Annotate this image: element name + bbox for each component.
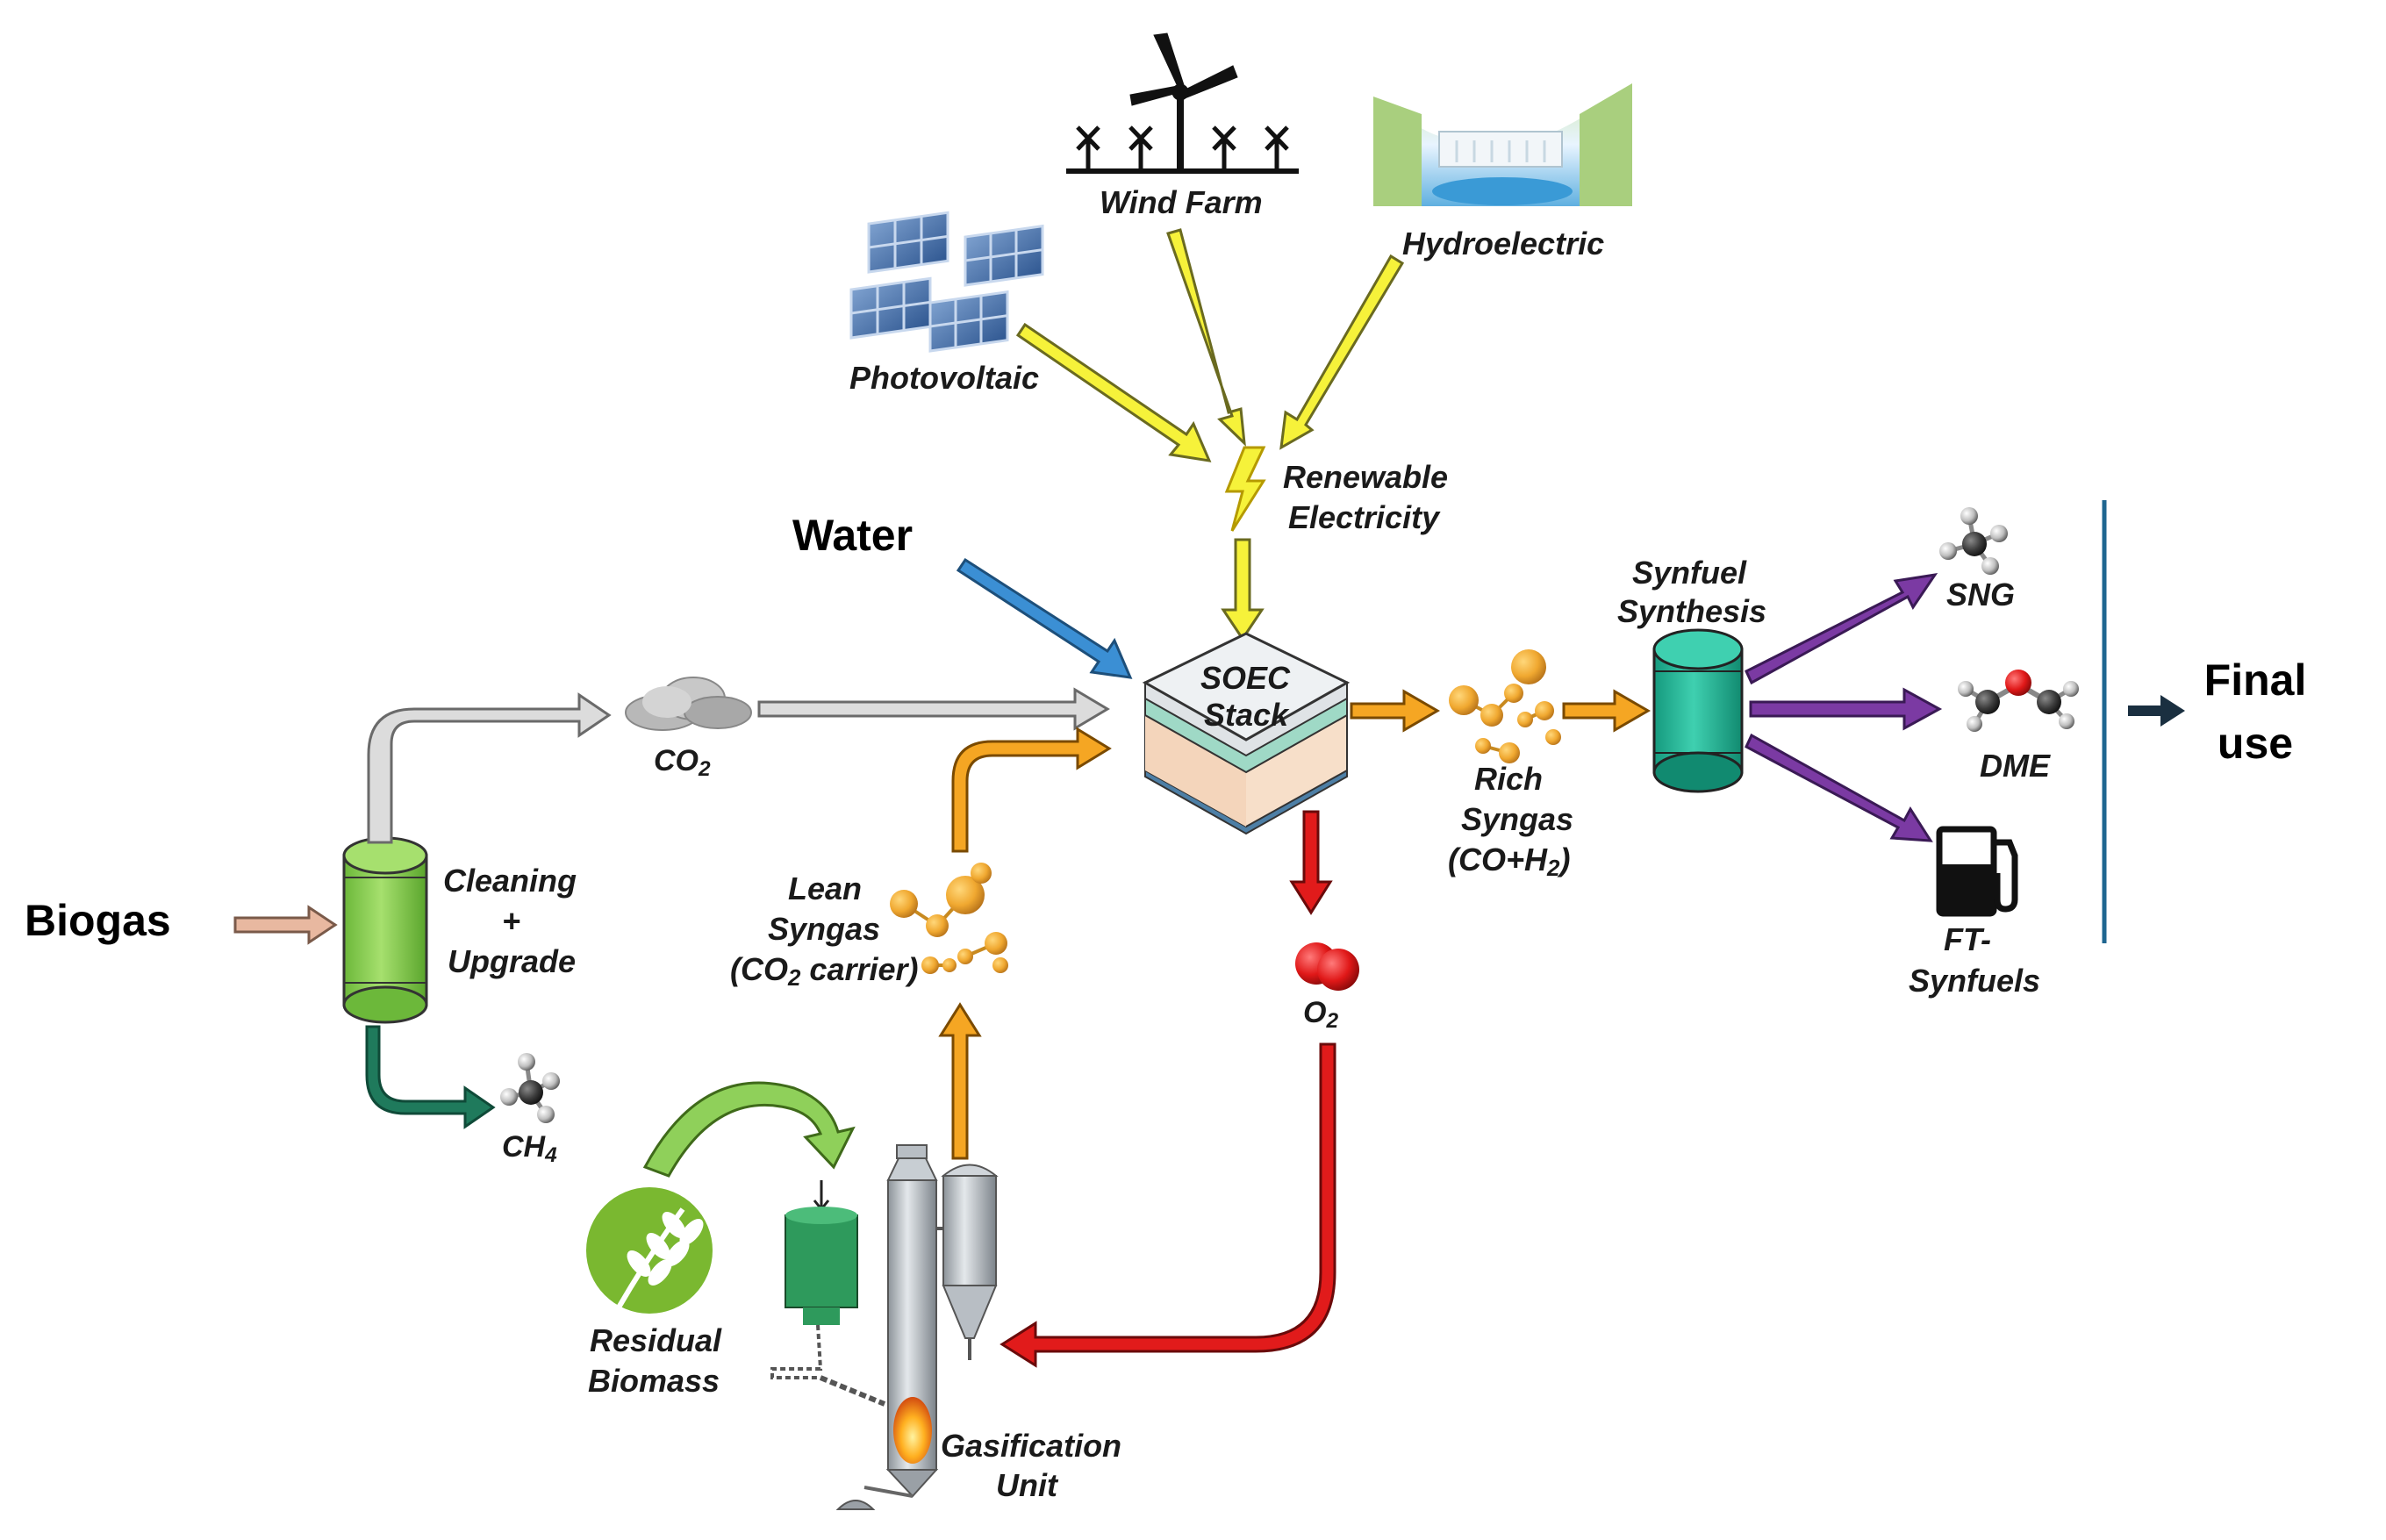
synthesis-to-ft-arrow [1745,733,1933,842]
cleaning-label-line3: Upgrade [448,943,576,979]
co2-label: CO2 [654,744,711,781]
final-use-arrow [2128,695,2185,727]
soec-label-line1: SOEC [1200,660,1291,696]
rich-syngas-label-line3: (CO+H2) [1448,842,1570,881]
o2-label: O2 [1303,996,1338,1033]
renewable-label-line1: Renewable [1283,459,1448,495]
biomass-to-hopper-arrow [642,1081,856,1178]
cleaning-label-line1: Cleaning [443,863,577,899]
lightning-bolt-icon [1224,446,1266,532]
hydro-to-electricity-arrow [1279,254,1405,450]
gasification-unit-icon [770,1144,999,1510]
dme-molecule-icon [1958,670,2079,732]
pv-to-electricity-arrow [1015,322,1212,462]
cleaning-upgrade-vessel [342,836,428,1024]
lean-syngas-label-line3: (CO2 carrier) [730,951,919,991]
water-to-soec-arrow [956,557,1133,679]
lean-syngas-to-soec-arrow [951,727,1112,853]
soec-to-rich-syngas-arrow [1350,689,1440,733]
o2-to-gasifier-arrow [1000,1042,1336,1368]
lean-syngas-label-line1: Lean [788,870,862,906]
dme-label: DME [1980,748,2051,784]
co2-cloud-icon [625,677,752,731]
hydroelectric-label: Hydroelectric [1402,226,1604,261]
synfuel-label-line1: Synfuel [1632,555,1747,591]
renewable-label-line2: Electricity [1288,499,1441,535]
wind-farm-label: Wind Farm [1100,184,1263,220]
gasifier-to-lean-syngas-arrow [938,1002,982,1160]
rich-syngas-to-synthesis-arrow [1562,689,1651,733]
ch4-label: CH4 [502,1130,557,1167]
ch4-outflow-arrow [365,1025,496,1129]
electricity-to-soec-arrow [1221,538,1265,641]
co2-to-soec-arrow [757,687,1110,731]
soec-label-line2: Stack [1204,697,1290,733]
co2-up-arrow [367,692,612,844]
cleaning-label-line2: + [502,903,520,939]
rich-syngas-molecules-icon [1449,649,1561,763]
gasification-label-line1: Gasification [941,1428,1121,1464]
lean-syngas-label-line2: Syngas [768,911,880,947]
photovoltaic-icon [849,211,1044,353]
wind-farm-icon [1066,32,1299,174]
lean-syngas-molecules-icon [890,863,1008,974]
final-use-label-line1: Final [2204,655,2307,705]
residual-biomass-icon [586,1187,713,1314]
soec-to-o2-arrow [1289,810,1333,915]
synfuel-label-line2: Synthesis [1617,593,1766,629]
rich-syngas-label-line2: Syngas [1461,801,1573,837]
biogas-inflow-arrow [233,905,338,945]
water-label: Water [792,511,913,560]
photovoltaic-label: Photovoltaic [849,360,1039,396]
biomass-label-line1: Residual [590,1322,722,1358]
synfuel-synthesis-vessel [1652,628,1744,793]
o2-molecule-icon [1295,942,1359,991]
rich-syngas-label-line1: Rich [1474,761,1543,797]
hydroelectric-icon [1373,83,1632,206]
soec-stack [1142,632,1351,835]
ft-label-line2: Synfuels [1909,963,2040,999]
sng-molecule-icon [1939,507,2008,575]
biogas-label: Biogas [25,896,171,945]
ch4-molecule-icon [500,1053,560,1123]
gasification-label-line2: Unit [996,1467,1059,1503]
final-use-label-line2: use [2218,719,2293,768]
biomass-label-line2: Biomass [588,1363,720,1399]
fuel-pump-icon [1936,826,2018,917]
synthesis-to-dme-arrow [1749,687,1943,731]
sng-label: SNG [1946,577,2015,612]
synthesis-to-sng-arrow [1745,572,1938,685]
ft-label-line1: FT- [1944,921,1991,957]
wind-to-electricity-arrow [1166,228,1246,447]
